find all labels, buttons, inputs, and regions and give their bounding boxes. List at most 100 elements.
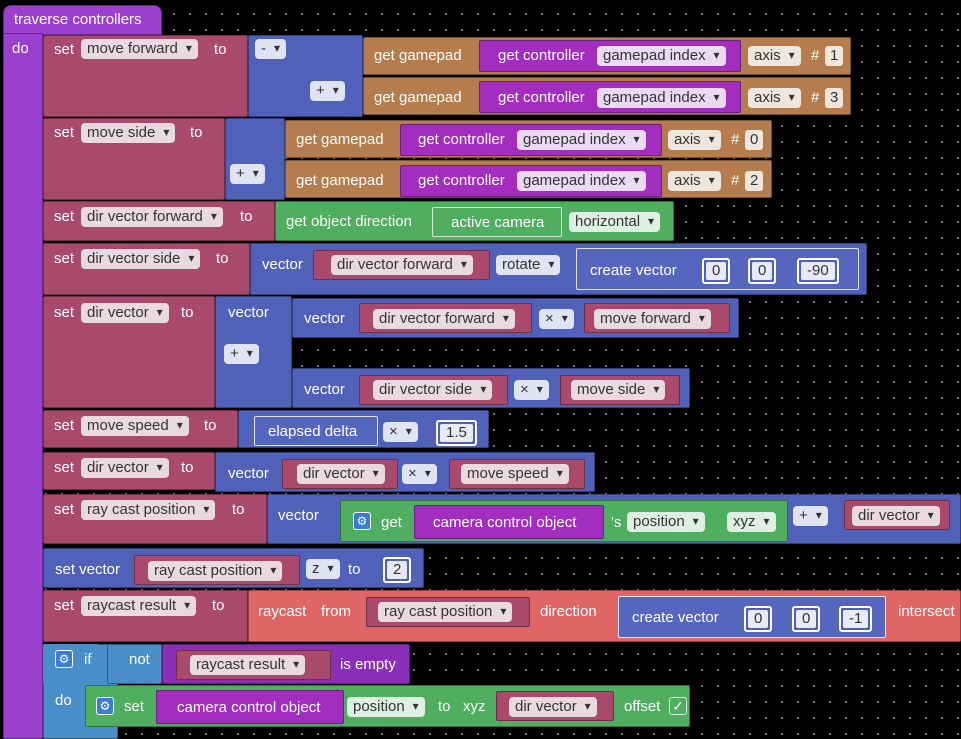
var-dropdown[interactable]: dir vector side [373,380,493,400]
var-dropdown[interactable]: raycast result [81,596,197,616]
var-dropdown[interactable]: dir vector forward [373,309,515,329]
event-block[interactable] [3,5,162,35]
vector-label: vector [278,507,319,524]
num-x[interactable]: 0 [744,606,773,632]
axis-number[interactable]: 3 [825,88,844,108]
plus-dropdown[interactable]: + [310,81,345,101]
var-dropdown[interactable]: move speed [461,464,569,484]
plus-dropdown[interactable]: + [230,164,265,184]
times-dropdown[interactable]: × [514,380,549,400]
elapsed-delta-label: elapsed delta [268,423,358,440]
vector-label: vector [228,304,269,321]
mode-dropdown[interactable]: horizontal [569,212,661,232]
get-controller-label: get controller [498,89,585,106]
is-empty-label: is empty [340,656,396,673]
event-body [3,33,43,739]
offset-checkbox[interactable]: ✓ [669,697,687,715]
set-label: set [54,417,75,434]
gamepad-index-dropdown[interactable]: gamepad index [517,130,646,150]
num-z[interactable]: -90 [797,258,839,284]
var-dropdown[interactable]: dir vector [297,464,385,484]
not-label: not [129,651,150,668]
axis-number[interactable]: 2 [745,171,764,191]
elapsed-delta-block[interactable] [254,416,378,446]
set-label: set [54,41,75,58]
minus-dropdown[interactable]: - [255,39,286,59]
set-label: set [54,124,75,141]
axis-dropdown[interactable]: axis [748,88,801,108]
axis-dropdown[interactable]: axis [748,46,801,66]
var-dropdown[interactable]: move speed [81,416,189,436]
gear-icon[interactable]: ⚙ [96,697,114,715]
var-dropdown[interactable]: ray cast position [148,561,283,581]
num-z[interactable]: -1 [839,606,873,632]
property-dropdown[interactable]: position [627,512,705,532]
component-dropdown[interactable]: xyz [727,512,776,532]
times-dropdown[interactable]: × [539,309,574,329]
axis-number[interactable]: 0 [745,130,764,150]
gamepad-index-dropdown[interactable]: gamepad index [517,171,646,191]
num-y[interactable]: 0 [748,258,777,284]
num-value[interactable]: 2 [383,557,412,583]
not-block[interactable] [107,644,162,684]
times-dropdown[interactable]: × [383,422,418,442]
active-camera-label: active camera [451,214,545,231]
var-dropdown[interactable]: dir vector [81,458,169,478]
var-dropdown[interactable]: move forward [594,309,711,329]
to-label: to [181,304,194,321]
to-label: to [232,501,245,518]
event-label: traverse controllers [14,11,142,28]
var-dropdown[interactable]: raycast result [190,655,306,675]
var-dropdown[interactable]: dir vector forward [81,207,223,227]
property-dropdown[interactable]: position [347,697,425,717]
hash-label: # [731,131,740,148]
get-controller-label: get controller [418,131,505,148]
to-label: to [190,124,203,141]
num-value[interactable]: 1.5 [436,420,477,446]
var-dropdown[interactable]: dir vector side [81,249,201,269]
math-op-block[interactable] [225,118,285,200]
vector-label: vector [228,465,269,482]
num-y[interactable]: 0 [792,606,821,632]
times-dropdown[interactable]: × [402,464,437,484]
axis-number[interactable]: 1 [825,46,844,66]
set-label: set [124,698,145,715]
if-label: if [84,651,92,668]
axis-dropdown[interactable]: axis [668,171,721,191]
num-x[interactable]: 0 [702,258,731,284]
possessive-label: 's [611,514,622,531]
gear-icon[interactable]: ⚙ [353,512,371,530]
axis-dropdown[interactable]: axis [668,130,721,150]
object-block[interactable] [156,690,344,724]
get-controller-label: get controller [418,172,505,189]
offset-label: offset [624,698,661,715]
var-dropdown[interactable]: dir vector [509,697,597,717]
var-dropdown[interactable]: ray cast position [81,500,216,520]
vector-label: vector [304,310,345,327]
to-label: to [240,208,253,225]
set-label: set [54,459,75,476]
var-dropdown[interactable]: move forward [81,39,198,59]
func-label: get object direction [286,213,412,230]
var-dropdown[interactable]: dir vector forward [331,255,473,275]
raycast-label: raycast [258,603,307,620]
plus-dropdown[interactable]: + [224,344,259,364]
set-label: set [54,597,75,614]
set-vector-label: set vector [55,561,121,578]
var-dropdown[interactable]: move side [81,123,176,143]
hash-label: # [811,89,820,106]
gear-icon[interactable]: ⚙ [55,650,73,668]
plus-dropdown[interactable]: + [793,506,828,526]
to-label: to [216,250,229,267]
gamepad-index-dropdown[interactable]: gamepad index [597,88,726,108]
axis-dropdown[interactable]: z [306,559,340,579]
op-dropdown[interactable]: rotate [496,255,561,275]
active-camera-block[interactable] [432,207,562,237]
var-dropdown[interactable]: dir vector [852,506,940,526]
vector-label: vector [262,256,303,273]
object-block[interactable] [414,505,604,539]
var-dropdown[interactable]: move side [571,380,666,400]
gamepad-index-dropdown[interactable]: gamepad index [597,46,726,66]
var-dropdown[interactable]: dir vector [81,303,169,323]
var-dropdown[interactable]: ray cast position [378,602,513,622]
